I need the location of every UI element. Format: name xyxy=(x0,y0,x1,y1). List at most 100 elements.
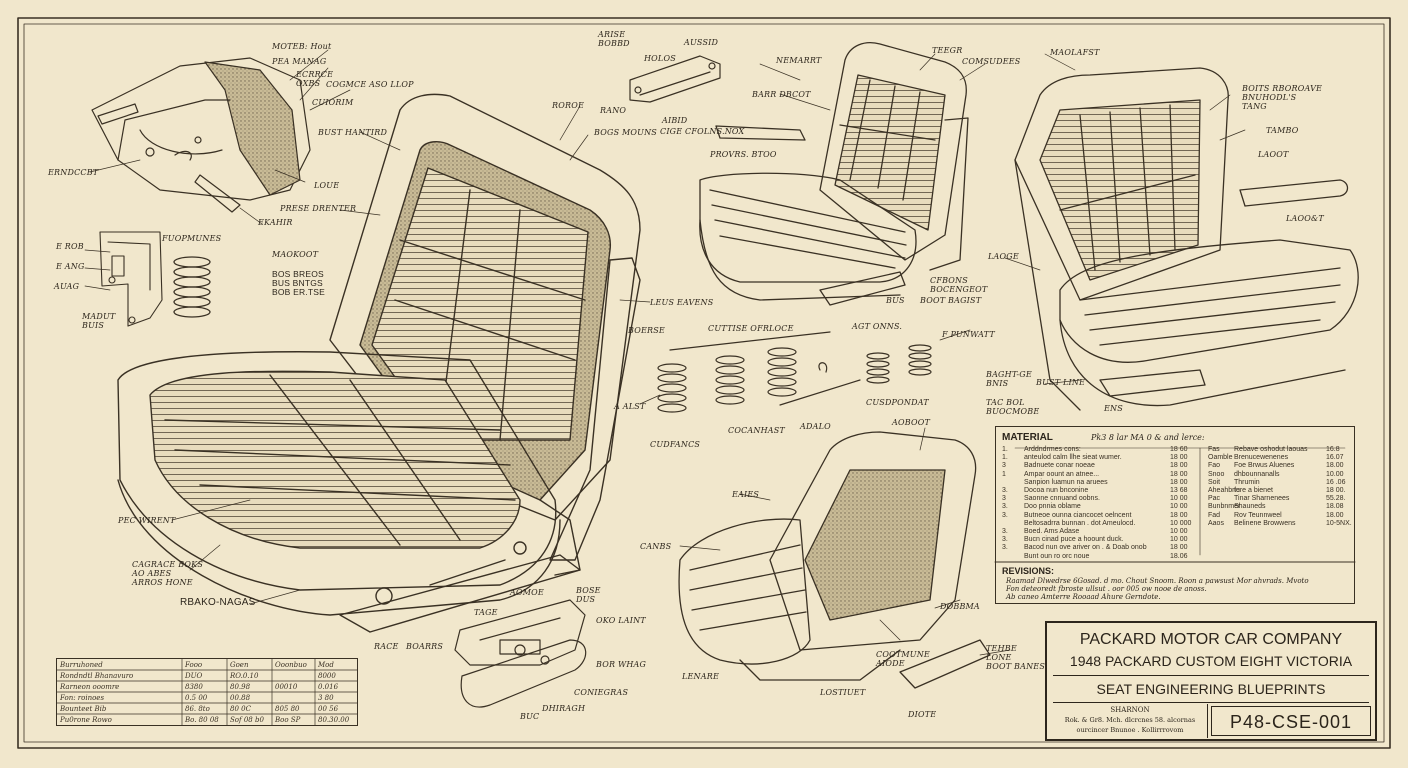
callout-leaders xyxy=(84,49,1246,656)
callout-label: TAMBO xyxy=(1266,126,1299,135)
callout-label: AIBID xyxy=(662,116,688,125)
parts-table-cell: 80.98 xyxy=(230,683,251,691)
drawing-subject: SEAT ENGINEERING BLUEPRINTS xyxy=(1096,681,1326,697)
material-cell: Boed. Ams Adase xyxy=(1024,528,1080,535)
material-cell: Belinene Browwens xyxy=(1234,519,1296,527)
parts-table-cell: 00.88 xyxy=(230,694,251,702)
material-cell: 18.00 xyxy=(1326,462,1344,470)
material-cell: ture a bienet xyxy=(1234,487,1273,494)
callout-label: PEC WIRENT xyxy=(118,516,176,525)
title-block: PACKARD MOTOR CAR COMPANY 1948 PACKARD C… xyxy=(1045,621,1377,741)
material-cell: 10 00 xyxy=(1170,528,1188,535)
material-cell: 3. xyxy=(1002,528,1008,535)
parts-table-cell: Bounteet Bib xyxy=(60,705,107,713)
parts-table-cell: Rarneon ooomre xyxy=(60,683,120,691)
material-cell: 3. xyxy=(1002,503,1008,511)
callout-label: MAOLAFST xyxy=(1050,48,1100,57)
material-cell: Saonne cnnuand oobns. xyxy=(1024,495,1100,503)
material-cell: Rebave oshodut laouas xyxy=(1234,446,1308,453)
parts-table-cell: Sof 08 b0 xyxy=(230,716,264,724)
seat-bracket-detail xyxy=(99,231,163,327)
material-cell: 10-5NX. xyxy=(1326,519,1352,527)
callout-label: BOARRS xyxy=(406,642,444,651)
callout-label: BOGS MOUNS xyxy=(594,128,657,137)
material-cell: 55.28. xyxy=(1326,495,1346,503)
material-heading: MATERIAL xyxy=(1002,432,1053,443)
parts-table-cell: 0.016 xyxy=(318,683,339,691)
material-cell: Thrumin xyxy=(1234,478,1260,486)
callout-label: CUTTISE OFRLOCE xyxy=(708,324,794,333)
callout-label: CANBS xyxy=(640,542,672,551)
parts-table-cell: Ooonbuo xyxy=(275,661,307,669)
material-cell: Ampar oount an atnee... xyxy=(1024,470,1100,478)
callout-label: ROROE xyxy=(552,101,585,110)
callout-label: E ROB xyxy=(56,242,84,251)
material-cell: 3 xyxy=(1002,462,1006,470)
callout-label: BUST HANTIRD xyxy=(318,128,388,137)
material-cell: 1. xyxy=(1002,446,1008,453)
callout-label: COMSUDEES xyxy=(962,57,1021,66)
material-cell: 13 68 xyxy=(1170,487,1188,494)
seat-shell-detail xyxy=(91,57,311,213)
title-divider xyxy=(1053,702,1369,703)
top-middle-seat xyxy=(699,42,969,306)
title-divider xyxy=(1053,675,1369,676)
material-cell: 10 00 xyxy=(1170,495,1188,503)
callout-label: COOTMUNE AIODE xyxy=(876,650,930,668)
material-cell: Aheahbrle xyxy=(1208,487,1240,494)
callout-label: TEEGR xyxy=(932,46,963,55)
material-cell: 18 00 xyxy=(1170,462,1188,470)
callout-label: DHIRAGH xyxy=(542,704,586,713)
callout-label: PROVRS. BTOO xyxy=(710,150,777,159)
callout-label: BUC xyxy=(520,712,540,721)
parts-table-grid xyxy=(57,659,357,725)
parts-table-cell: RO.0.10 xyxy=(230,672,259,680)
parts-table-cell: 00010 xyxy=(275,683,298,691)
material-cell: Fad xyxy=(1208,511,1221,519)
callout-label: BARR DBCOT xyxy=(752,90,811,99)
callout-label: MAOKOOT xyxy=(272,250,319,259)
material-cell: 1. xyxy=(1002,454,1008,462)
parts-table-cell: Goen xyxy=(230,661,249,669)
callout-label: AOBOOT xyxy=(892,418,931,427)
parts-table-cell: Bo. 80 08 xyxy=(185,716,219,724)
callout-label: EKAHIR xyxy=(258,218,293,227)
callout-label: TAC BOL BUOCMOBE xyxy=(986,398,1040,416)
callout-label: BUST LINE xyxy=(1036,378,1086,387)
parts-table-cell: 805 80 xyxy=(275,705,300,713)
callout-label: CUIORIM xyxy=(312,98,354,107)
title-note: Rok. & Gr8. Mch. dlcrcnes 58. alcornas xyxy=(1064,716,1196,724)
material-cell: Aaos xyxy=(1208,519,1224,527)
material-cell: 16.8 xyxy=(1326,446,1340,453)
material-cell: 10 00 xyxy=(1170,503,1188,511)
material-cell: Arddndrmes cons: xyxy=(1024,446,1081,453)
callout-label: PEA MANAG xyxy=(272,57,327,66)
callout-label: AUAG xyxy=(54,282,80,291)
drawing-number: P48-CSE-001 xyxy=(1229,712,1353,732)
revisions-heading: REVISIONS: xyxy=(1002,566,1055,576)
main-seat-drawing xyxy=(117,93,641,633)
callout-label: ERNDCCBT xyxy=(48,168,99,177)
parts-table-cell: DUO xyxy=(185,672,203,680)
callout-label: BOS BREOS BUS BNTGS BOB ER.TSE xyxy=(272,269,326,297)
lower-middle-seat xyxy=(678,431,991,689)
material-cell: Rov Teunnweel xyxy=(1234,511,1282,519)
parts-table-cell: 8000 xyxy=(318,672,336,680)
parts-table-cell: Burruhoned xyxy=(60,661,103,669)
material-cell: 18.06 xyxy=(1170,552,1188,560)
material-cell: Butneoe ounna ciancocet oelncent xyxy=(1024,511,1132,519)
material-cell: 3. xyxy=(1002,487,1008,494)
material-panel: MATERIAL Pk3 8 lar MA 0 & and lerce: 1.A… xyxy=(995,426,1355,604)
parts-table-cell: Boo SP xyxy=(275,716,301,724)
company-name: PACKARD MOTOR CAR COMPANY xyxy=(1079,631,1343,648)
material-cell: Beltosadrra bunnan . dot Ameulocd. xyxy=(1024,519,1136,527)
coil-spring-left xyxy=(173,256,211,318)
parts-table-cell: 80.30.00 xyxy=(318,716,350,724)
material-cell: Sanpion luamun na aruees xyxy=(1024,478,1108,486)
callout-label: CONIEGRAS xyxy=(574,688,629,697)
callout-label: E ANG xyxy=(56,262,85,271)
material-cell: Badnuete conar noeae xyxy=(1024,462,1095,470)
